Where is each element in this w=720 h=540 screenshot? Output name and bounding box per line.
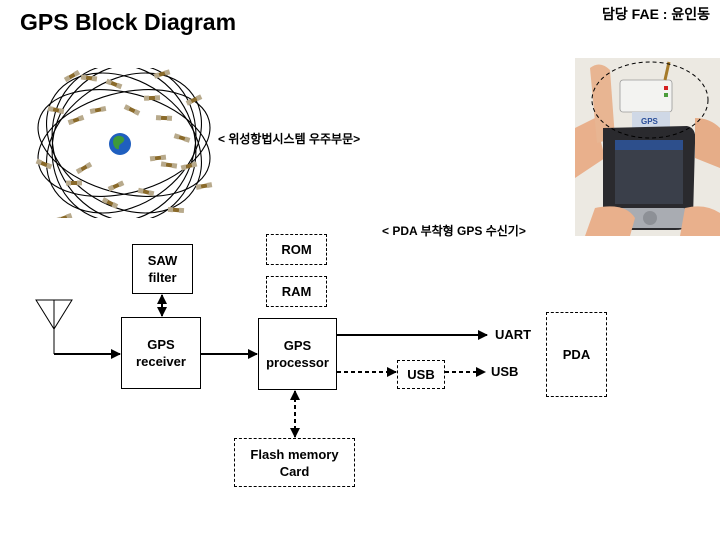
gps-card-label: GPS: [641, 117, 659, 126]
satellite-icon: [123, 104, 141, 116]
usb-output-label: USB: [491, 364, 519, 379]
pda-block: PDA: [546, 312, 607, 397]
satellite-icon: [47, 105, 65, 115]
satellite-icon: [143, 95, 161, 101]
satellite-icon: [173, 133, 191, 143]
satellite-icon: [65, 180, 83, 186]
pda-gps-photo: GPS: [575, 58, 720, 236]
rom-block: ROM: [266, 234, 327, 265]
gps-receiver-block: GPS receiver: [121, 317, 201, 389]
gps-processor-block: GPS processor: [258, 318, 337, 390]
hand-bottom: [585, 206, 635, 236]
led-red: [664, 86, 668, 90]
saw-filter-block: SAW filter: [132, 244, 193, 294]
satellite-constellation-illustration: [35, 68, 213, 218]
earth-icon: [109, 133, 131, 155]
satellite-icon: [63, 69, 81, 83]
satellite-icon: [160, 161, 178, 169]
satellite-icon: [35, 158, 53, 170]
uart-label: UART: [495, 327, 532, 342]
satellite-icon: [80, 74, 98, 82]
satellite-icon: [137, 187, 155, 197]
pda-caption: < PDA 부착형 GPS 수신기>: [382, 224, 526, 238]
pda-screen-titlebar: [615, 140, 683, 150]
hand-right: [680, 206, 720, 236]
antenna-icon: [35, 299, 73, 354]
satellite-icon: [101, 197, 119, 209]
satellite-icon: [89, 106, 107, 114]
ram-block: RAM: [266, 276, 327, 307]
satellite-icon: [105, 78, 123, 90]
satellite-icon: [67, 114, 85, 126]
led-green: [664, 93, 668, 97]
author-label: 담당 FAE : 윤인동: [602, 6, 710, 22]
satellite-icon: [155, 115, 173, 121]
satellite-icon: [153, 69, 171, 79]
satellite-icon: [75, 161, 93, 175]
satellite-icon: [149, 154, 167, 162]
satellite-icon: [195, 182, 213, 190]
constellation-caption: < 위성항법시스템 우주부문>: [218, 132, 361, 146]
satellite-icon: [107, 180, 125, 192]
flash-memory-card-block: Flash memory Card: [234, 438, 355, 487]
satellite-icon: [185, 94, 203, 106]
satellite-icon: [167, 206, 185, 214]
usb-controller-block: USB: [397, 360, 445, 389]
pda-dpad: [643, 211, 657, 225]
page-title: GPS Block Diagram: [20, 9, 237, 35]
pda-screen: [615, 140, 683, 204]
satellite-icon: [55, 213, 73, 218]
satellite-icon: [180, 161, 198, 171]
